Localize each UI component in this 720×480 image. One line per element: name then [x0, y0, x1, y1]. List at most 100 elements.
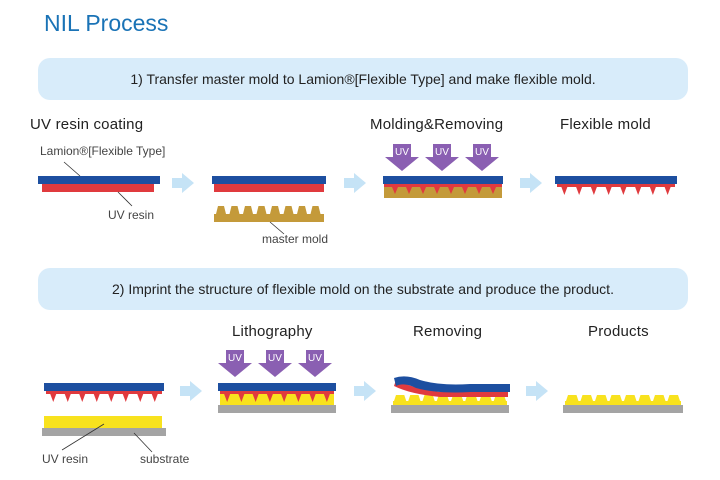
stage-molding-removing: Molding&Removing: [370, 116, 504, 133]
flex-mold-d-base: [557, 184, 675, 187]
master-mold-bump: [283, 206, 294, 214]
uv-resin-yellow-f: [220, 391, 334, 405]
uv-label: UV: [475, 147, 489, 158]
flex-mold-f-tooth: [252, 394, 259, 402]
label-substrate: substrate: [140, 452, 190, 466]
flex-mold-f-base: [220, 391, 334, 394]
flex-mold-e-tooth: [79, 394, 86, 402]
product-resin-bump: [624, 395, 637, 401]
resin-tooth-c: [448, 187, 454, 194]
flexible-mold-film: [555, 176, 677, 184]
resin-g-base: [393, 401, 507, 405]
stage-uv-resin-coating: UV resin coating: [30, 116, 144, 133]
peeling-resin: [394, 380, 508, 397]
flex-mold-f-tooth: [295, 394, 302, 402]
flex-mold-f-tooth: [224, 394, 231, 402]
stage-lithography: Lithography: [232, 323, 313, 340]
flow-arrow-4: [180, 381, 202, 401]
master-mold-bump: [297, 206, 307, 214]
flow-arrow-6: [526, 381, 548, 401]
product-resin-bump: [667, 395, 680, 401]
page-title: NIL Process: [44, 10, 169, 36]
label-lamion: Lamion®[Flexible Type]: [40, 144, 166, 158]
resin-tooth-c: [406, 187, 412, 194]
flexible-mold-teeth-e: [46, 391, 162, 402]
stage-c-molding: UV UV UV: [383, 144, 503, 198]
flex-mold-d-tooth: [635, 187, 642, 195]
master-mold-bump: [229, 206, 240, 214]
resin-g-bump: [394, 395, 407, 401]
leader-uv-resin: [117, 191, 133, 207]
leader-lamion: [63, 161, 81, 177]
master-mold-bump: [270, 206, 280, 214]
flex-mold-e-tooth: [93, 394, 100, 402]
flow-arrow-2: [344, 173, 366, 193]
uv-resin-layer: [42, 184, 154, 192]
master-mold-bump: [243, 206, 253, 214]
leader-uv-resin-2: [61, 423, 105, 451]
lamion-film-b: [212, 176, 326, 184]
flex-mold-f-tooth: [238, 394, 245, 402]
substrate-f: [218, 405, 336, 413]
flex-mold-f-tooth: [323, 394, 330, 402]
uv-resin-yellow-e: [44, 416, 162, 428]
flex-mold-d-tooth: [605, 187, 612, 195]
flex-mold-d-tooth: [561, 187, 568, 195]
peeling-film: [394, 376, 510, 393]
product-resin-pattern: [565, 395, 681, 405]
product-resin-bump: [609, 395, 622, 401]
lamion-film-c: [383, 176, 503, 184]
lamion-film: [38, 176, 160, 184]
product-resin-bump: [566, 395, 579, 401]
flex-mold-e-tooth: [64, 394, 71, 402]
product-resin-bump: [638, 395, 651, 401]
product-resin-bump: [653, 395, 666, 401]
product-substrate: [563, 405, 683, 413]
label-uv-resin-1: UV resin: [108, 208, 155, 222]
stage-b-film-and-mold: [212, 176, 326, 235]
stage-g-removing: [391, 376, 510, 413]
flex-mold-d-tooth: [620, 187, 627, 195]
label-uv-resin-2: UV resin: [42, 452, 89, 466]
flex-mold-f-tooth: [281, 394, 288, 402]
flex-mold-e-tooth: [151, 394, 158, 402]
flex-mold-e-base: [46, 391, 162, 394]
uv-label: UV: [395, 147, 409, 158]
step1-banner-text: 1) Transfer master mold to Lamion®[Flexi…: [130, 71, 596, 87]
flex-mold-f-tooth: [266, 394, 273, 402]
uv-resin-layer-b: [214, 184, 324, 192]
substrate-g: [391, 405, 509, 413]
master-mold-bump: [256, 206, 267, 214]
flexible-mold-teeth: [557, 184, 675, 195]
resin-tooth-c: [476, 187, 482, 194]
product-resin-bump: [595, 395, 608, 401]
flex-mold-e-tooth: [137, 394, 144, 402]
flex-mold-e-tooth: [108, 394, 115, 402]
stage-products: Products: [588, 323, 649, 340]
product-resin-bump: [580, 395, 593, 401]
stage-a-film-stack: [38, 161, 160, 207]
resin-tooth-c: [490, 187, 496, 194]
flex-mold-e-tooth: [122, 394, 129, 402]
step2-banner-text: 2) Imprint the structure of flexible mol…: [112, 281, 614, 297]
master-mold-c: [384, 184, 502, 198]
resin-layer-c: [384, 184, 502, 187]
product-resin-base: [565, 401, 681, 405]
uv-label: UV: [435, 147, 449, 158]
uv-label: UV: [228, 353, 242, 364]
resin-tooth-c: [392, 187, 398, 194]
resin-g-bump: [422, 395, 435, 401]
master-mold: [214, 206, 324, 222]
flexible-mold-teeth-f: [220, 391, 334, 402]
flex-mold-f-tooth: [309, 394, 316, 402]
stage-d-flexible-mold: [555, 176, 677, 195]
master-mold-bump: [216, 206, 226, 214]
flow-arrow-1: [172, 173, 194, 193]
master-mold-base: [214, 214, 324, 222]
flex-mold-d-tooth: [590, 187, 597, 195]
stage-e-mold-and-substrate: [42, 383, 166, 453]
flex-mold-d-tooth: [649, 187, 656, 195]
uv-label: UV: [308, 353, 322, 364]
